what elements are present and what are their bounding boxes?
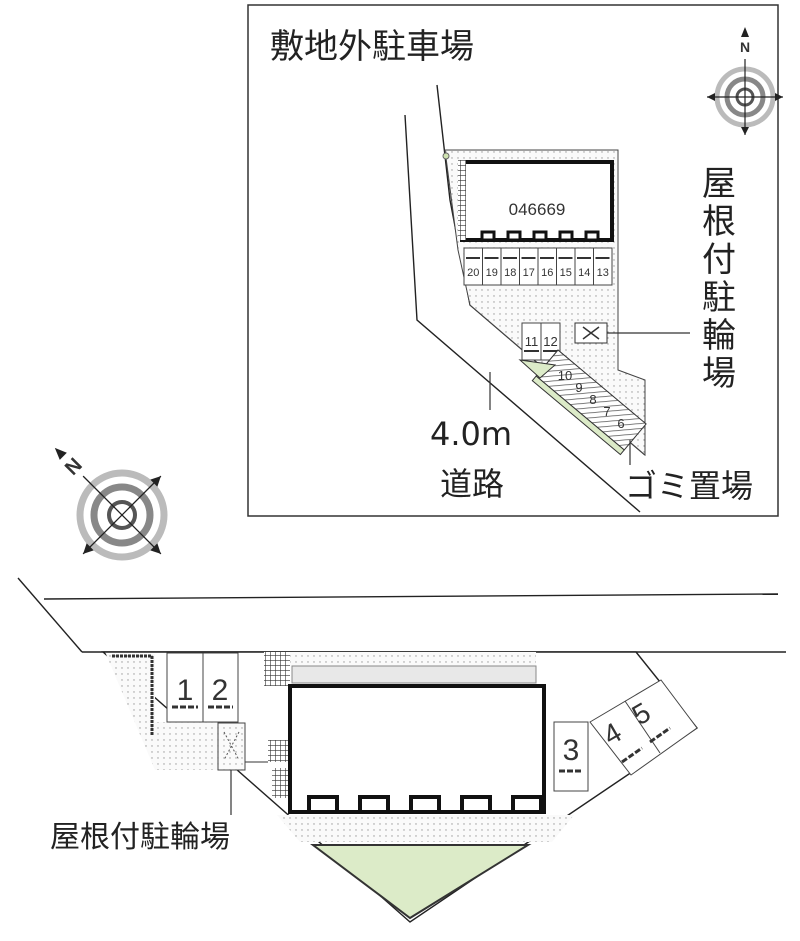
svg-text:N: N [61, 454, 87, 480]
bike-x-icon [223, 731, 240, 761]
building-teeth [480, 230, 600, 242]
eave-strip [291, 665, 537, 684]
parking-slots-1-2: 1 2 [166, 652, 239, 723]
parking-slot-1: 1 [177, 674, 194, 707]
svg-text:根: 根 [702, 202, 736, 242]
bike-slot-number: 15 [560, 267, 572, 279]
svg-text:付: 付 [702, 240, 736, 280]
compass-icon: N [54, 447, 168, 561]
svg-text:輪: 輪 [702, 316, 736, 356]
road-edge [404, 114, 641, 513]
svg-text:3: 3 [563, 734, 580, 767]
gravel-area [106, 654, 218, 770]
road-label: 道路 [440, 465, 504, 503]
covered-bike-parking-label: 屋根付駐輪場 [50, 820, 230, 855]
parking-slots-4-5: 4 5 [589, 679, 698, 776]
stairs [272, 768, 288, 798]
svg-text:N: N [740, 39, 750, 55]
bike-slot-number: 11 [525, 334, 539, 349]
bike-slot-number: 10 [558, 368, 572, 383]
bike-slot-number: 12 [543, 334, 557, 349]
inset-frame [247, 4, 779, 517]
covered-bike-parking-label: 屋 根 付 駐 輪 場 [702, 164, 736, 394]
bike-slot-number: 16 [541, 267, 553, 279]
bike-slot-number: 8 [589, 392, 596, 407]
road-edge [43, 593, 779, 600]
inset-map: 敷地外駐車場 046669 20 19 18 17 16 15 14 13 11 12 1098… [247, 4, 783, 517]
green-area [310, 844, 532, 920]
svg-text:場: 場 [702, 354, 736, 394]
tree [442, 152, 450, 160]
bike-pair: 11 12 [521, 322, 561, 361]
parking-slot-2: 2 [212, 674, 229, 707]
bike-slot-number: 20 [467, 267, 479, 279]
bike-diagonal [531, 349, 647, 456]
hedge [112, 654, 154, 735]
bike-slot-number: 9 [575, 380, 582, 395]
road-width: 4.0m [430, 415, 512, 453]
green-area [518, 359, 557, 379]
stairs [264, 652, 290, 686]
stairs [268, 740, 290, 762]
bike-slot-number: 14 [578, 267, 590, 279]
bike-row: 20 19 18 17 16 15 14 13 [463, 247, 613, 286]
bike-slot-number: 6 [617, 416, 624, 431]
compass-icon: N [707, 27, 783, 135]
road-edge [17, 577, 83, 653]
building [288, 684, 546, 814]
parking-slot-3: 3 [553, 721, 589, 792]
stairs [458, 160, 466, 240]
bike-slot-number: 18 [504, 267, 516, 279]
garbage-x-icon [582, 326, 600, 340]
offsite-parking-label: 敷地外駐車場 [270, 27, 474, 67]
gravel-band [277, 815, 574, 842]
building-code: 046669 [509, 200, 566, 219]
bike-slot-number: 17 [523, 267, 535, 279]
building-teeth [307, 795, 543, 814]
garbage-area-label: ゴミ置場 [625, 467, 753, 505]
bike-slot-number: 7 [603, 404, 610, 419]
svg-text:駐: 駐 [702, 278, 736, 318]
bike-slot-number: 13 [597, 267, 609, 279]
svg-text:屋: 屋 [702, 164, 736, 204]
main-site: N 1 2 屋根付駐輪場 [17, 447, 786, 923]
bike-slot-number: 19 [486, 267, 498, 279]
gravel-strip [264, 652, 536, 666]
